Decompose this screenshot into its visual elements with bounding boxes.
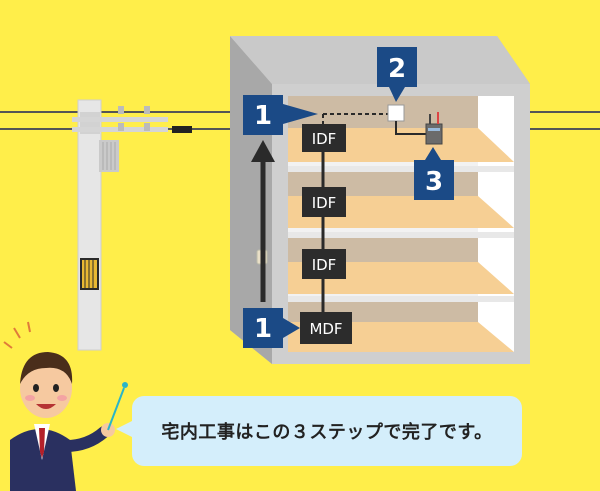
router-icon <box>425 112 443 145</box>
step-badge-1-top: 1 <box>243 95 318 135</box>
speech-bubble-tail <box>116 420 134 438</box>
step-number: 1 <box>254 101 272 131</box>
riser-arrow <box>251 140 275 302</box>
step-badge-2: 2 <box>377 47 417 102</box>
utility-pole-icon <box>72 99 168 351</box>
router-cable <box>395 121 426 135</box>
wall-outlet-icon <box>387 104 405 122</box>
mdf-label: MDF <box>309 320 342 338</box>
idf-label: IDF <box>312 256 337 274</box>
idf-label: IDF <box>312 130 337 148</box>
step-number: 3 <box>425 167 443 197</box>
step-number: 1 <box>254 314 272 344</box>
step-badge-1-bottom: 1 <box>243 308 300 348</box>
pointer-stick-icon <box>107 387 125 431</box>
idf-box-top: IDF <box>302 124 346 152</box>
overhead-cables <box>0 111 600 133</box>
step-number: 2 <box>388 54 406 84</box>
step-badge-3: 3 <box>414 147 454 200</box>
idf-box-bottom: IDF <box>302 249 346 279</box>
presenter-man-icon <box>3 321 128 491</box>
idf-box-middle: IDF <box>302 187 346 217</box>
caption-speech-bubble: 宅内工事はこの３ステップで完了です。 <box>132 396 522 466</box>
mdf-box: MDF <box>300 312 352 344</box>
idf-label: IDF <box>312 194 337 212</box>
